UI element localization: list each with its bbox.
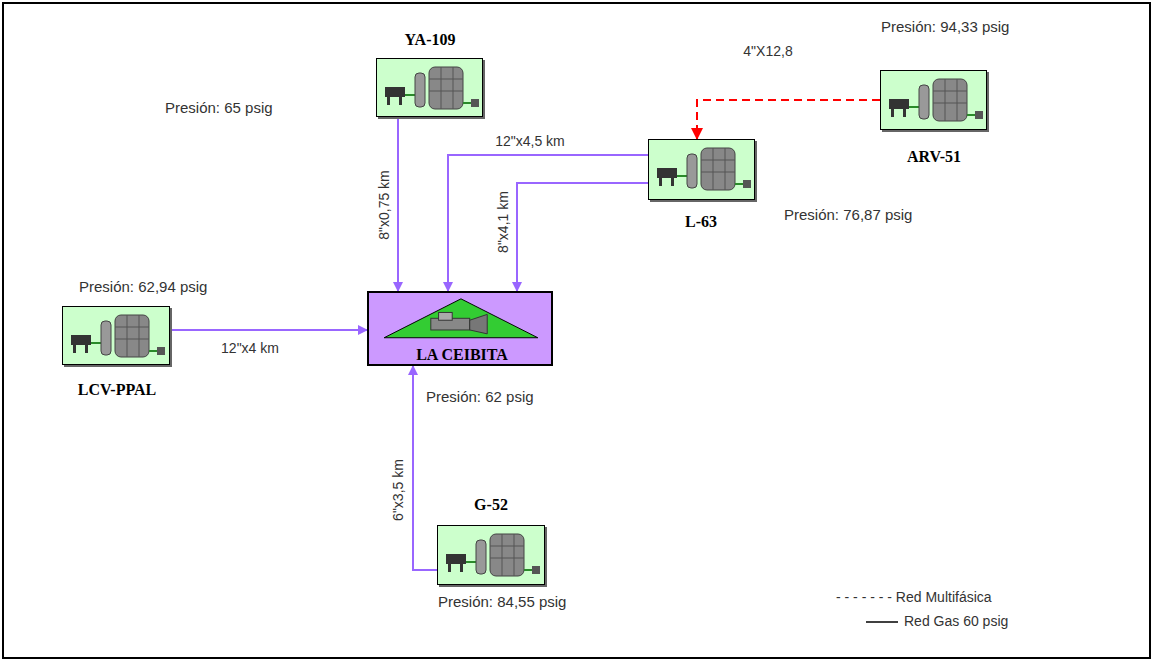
station-name: L-63 [685,213,717,231]
pressure-label: Presión: 62,94 psig [79,278,207,295]
station-box: YA-109Presión: 65 psig [376,58,483,117]
pressure-label: Presión: 84,55 psig [438,593,566,610]
station-name: ARV-51 [907,148,961,166]
station-box: G-52Presión: 84,55 psig [437,525,545,585]
pipe-size-label: 8"x0,75 km [376,169,392,241]
station-name: LA CEIBITA [416,346,508,364]
pressure-label: Presión: 62 psig [426,388,534,405]
legend-solid-line [866,621,898,623]
station-symbol [649,140,754,199]
station-symbol [881,71,986,129]
plant-box: LA CEIBITAPresión: 62 psig [367,291,553,366]
legend-text: Red Gas 60 psig [904,613,1008,629]
gas-pipe [170,329,367,331]
station-box: ARV-51Presión: 94,33 psig [880,70,987,130]
pressure-label: Presión: 65 psig [165,99,273,116]
pipe-size-label: 4"X12,8 [742,43,793,59]
pipe-size-label: 12"x4,5 km [494,133,566,149]
pipe-size-label: 6"x3,5 km [390,458,406,522]
station-symbol [438,526,544,584]
gas-pipe [517,183,648,291]
pressure-label: Presión: 76,87 psig [784,206,912,223]
station-name: G-52 [474,496,508,514]
pressure-label: Presión: 94,33 psig [881,18,1009,35]
station-name: YA-109 [405,31,456,49]
station-symbol [377,59,482,116]
legend-text: - - - - - - - Red Multifásica [836,589,992,605]
gas-pipe [397,117,399,291]
pipe-size-label: 8"x4,1 km [495,190,511,254]
station-box: LCV-PPALPresión: 62,94 psig [62,306,170,365]
gas-pipe [448,155,648,291]
pipe-size-label: 12"x4 km [220,340,280,356]
station-symbol [63,307,169,364]
multiphase-pipe [697,100,880,139]
station-box: L-63Presión: 76,87 psig [648,139,755,200]
station-name: LCV-PPAL [78,381,157,399]
